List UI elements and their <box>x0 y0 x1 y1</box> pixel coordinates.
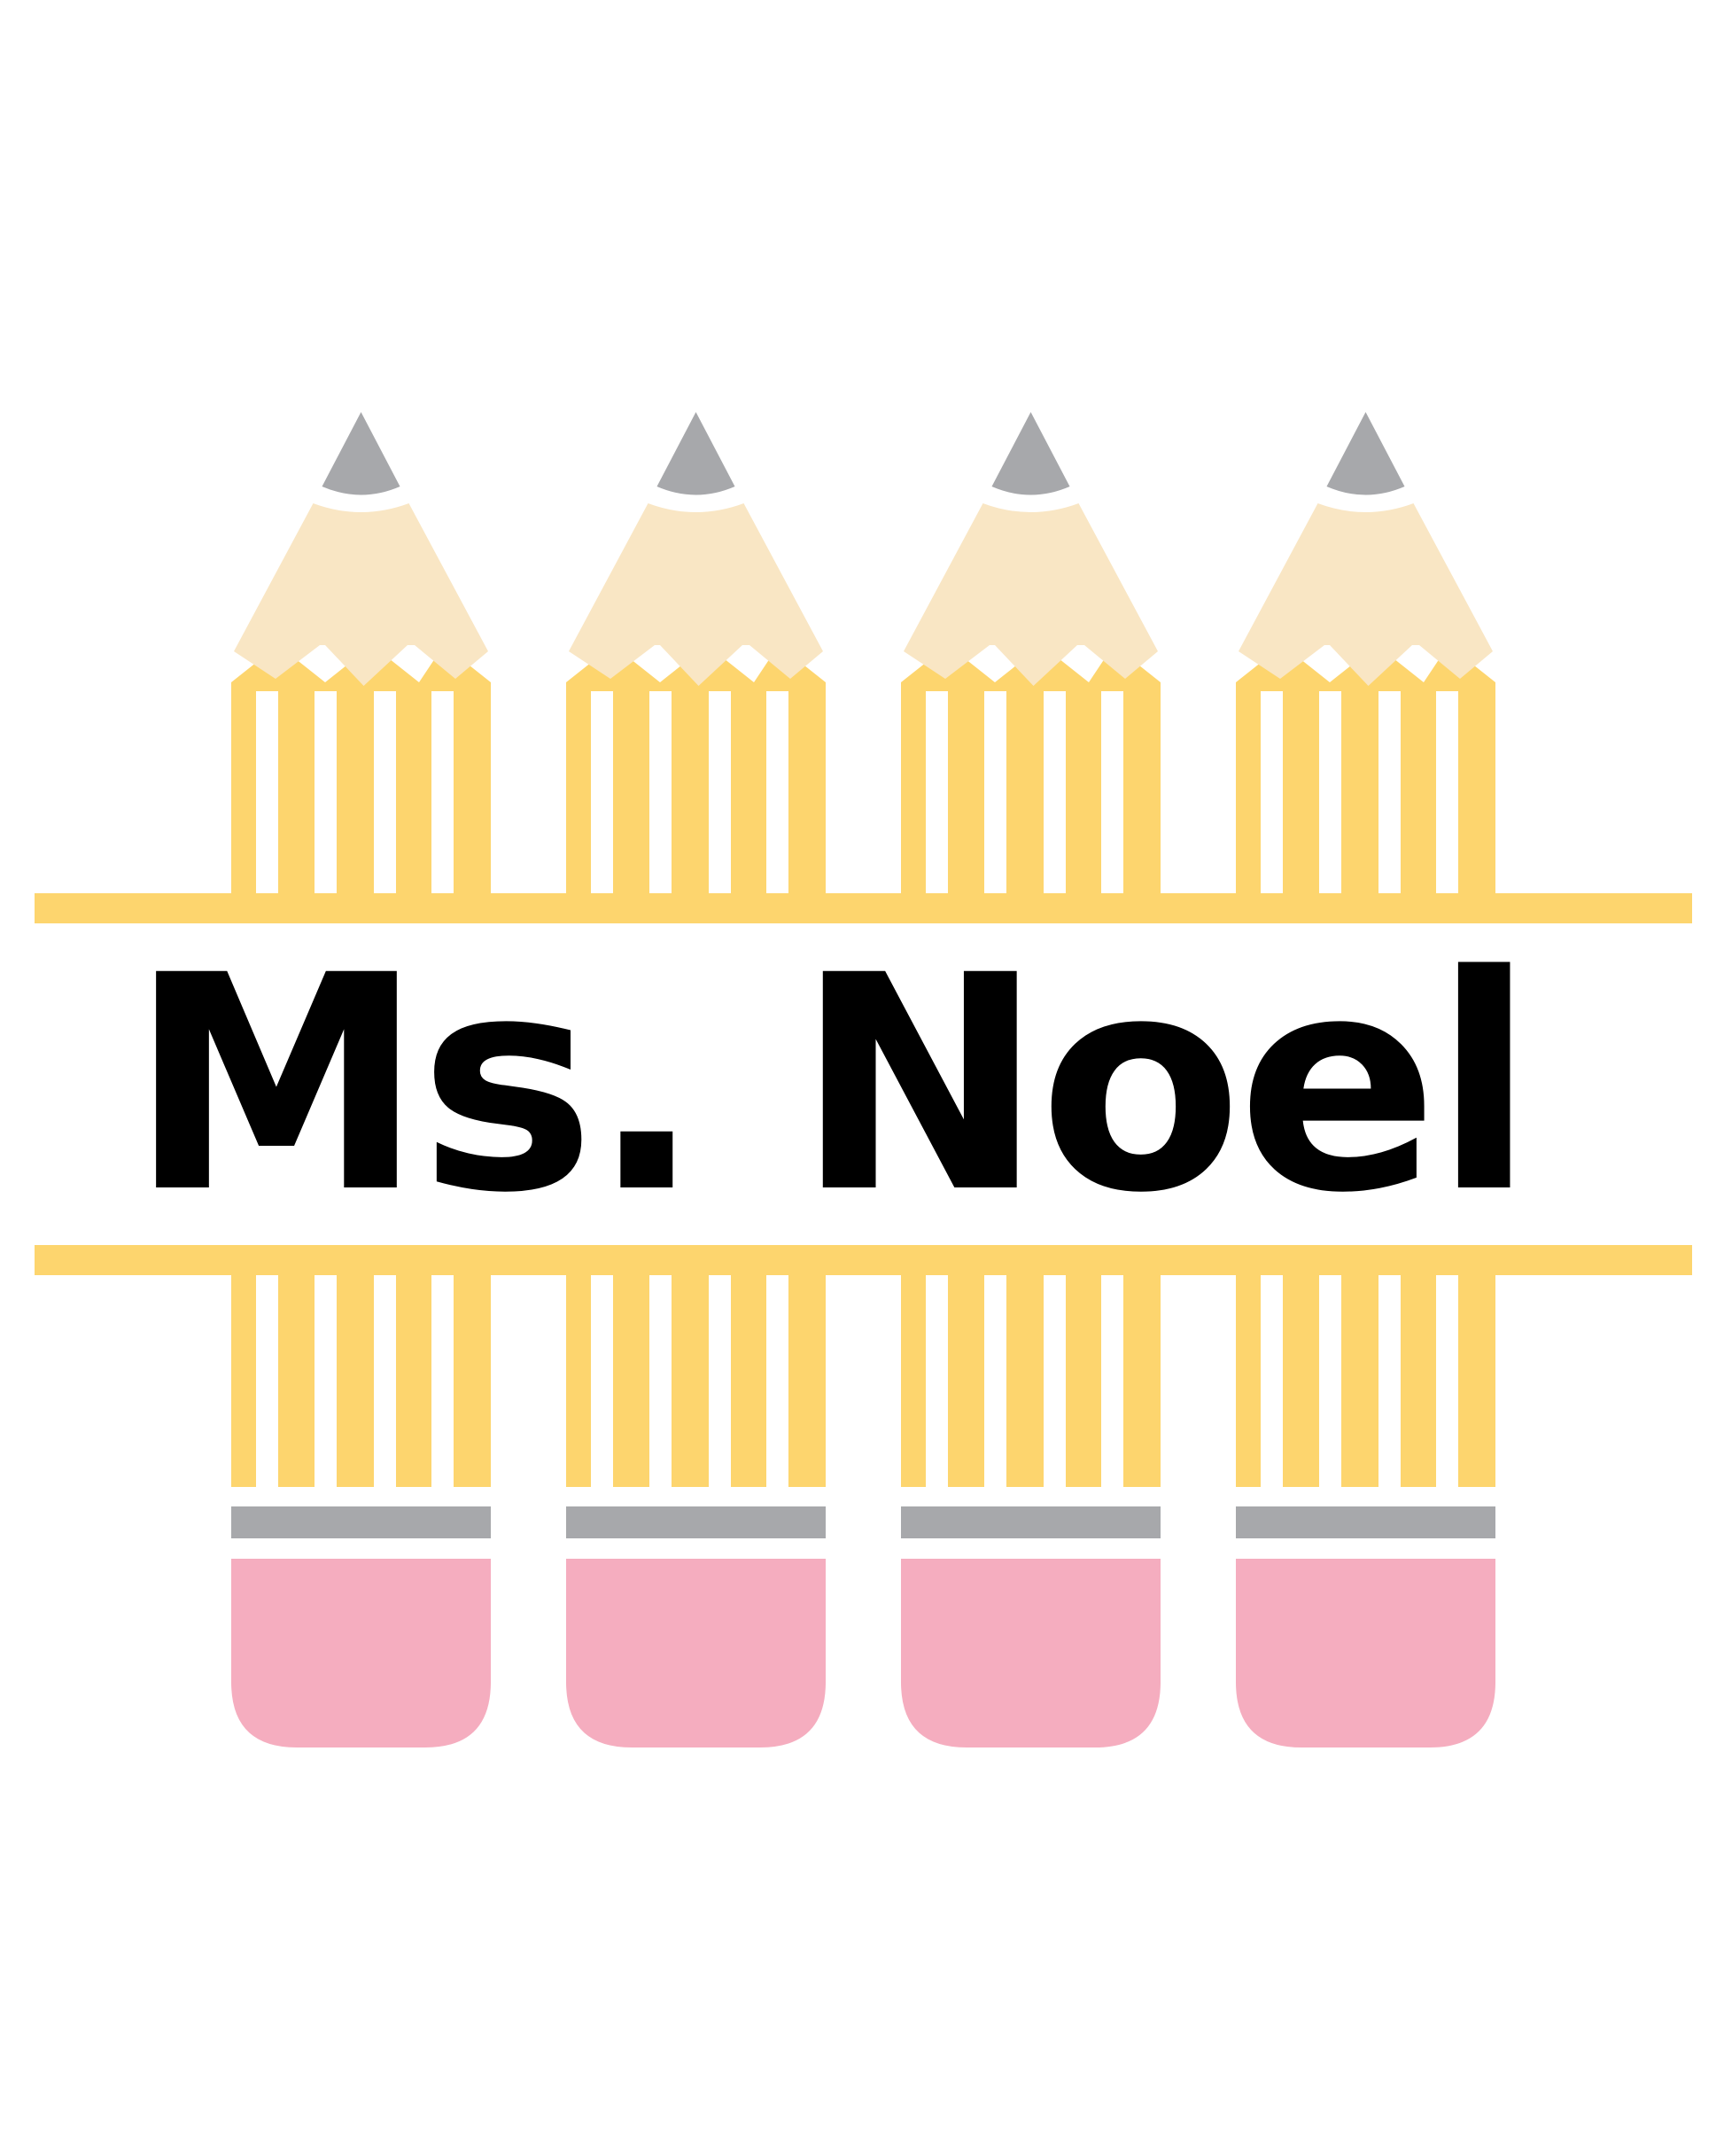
pencil-ferrule <box>566 1506 826 1538</box>
pencil-groove-lower <box>766 1275 788 1487</box>
pencil-ferrule <box>1236 1506 1495 1538</box>
bars-layer <box>35 893 1692 1275</box>
pencil-groove-upper <box>374 691 396 898</box>
pencil-groove-lower <box>1261 1275 1283 1487</box>
pencil-2 <box>566 412 826 1747</box>
pencil-groove-lower <box>1044 1275 1066 1487</box>
pencil-4 <box>1236 412 1495 1747</box>
pencil-groove-upper <box>766 691 788 898</box>
name-text: Ms. Noel <box>128 913 1529 1258</box>
pencil-eraser <box>901 1559 1161 1747</box>
pencil-eraser <box>231 1559 491 1747</box>
pencil-groove-upper <box>1436 691 1458 898</box>
pencil-groove-upper <box>649 691 672 898</box>
pencil-groove-upper <box>315 691 337 898</box>
pencil-upper-body <box>901 645 1161 898</box>
pencil-groove-lower <box>256 1275 278 1487</box>
pencil-groove-lower <box>709 1275 731 1487</box>
pencil-groove-lower <box>1101 1275 1123 1487</box>
pencil-wood-tip <box>904 503 1158 686</box>
pencil-lead-tip <box>656 412 735 495</box>
pencil-groove-lower <box>1436 1275 1458 1487</box>
pencil-groove-lower <box>1378 1275 1401 1487</box>
pencil-groove-upper <box>1378 691 1401 898</box>
pencil-groove-lower <box>591 1275 613 1487</box>
pencil-groove-upper <box>984 691 1006 898</box>
pencil-groove-upper <box>1101 691 1123 898</box>
pencil-groove-upper <box>256 691 278 898</box>
pencil-ferrule <box>901 1506 1161 1538</box>
bottom-split-bar <box>35 1245 1692 1275</box>
pencil-groove-upper <box>709 691 731 898</box>
pencil-groove-upper <box>591 691 613 898</box>
pencil-groove-lower <box>926 1275 948 1487</box>
pencils-layer <box>231 412 1495 1747</box>
pencil-3 <box>901 412 1161 1747</box>
pencil-ferrule <box>231 1506 491 1538</box>
pencil-wood-tip <box>569 503 823 686</box>
pencil-groove-upper <box>1261 691 1283 898</box>
pencil-groove-upper <box>431 691 454 898</box>
pencil-groove-lower <box>984 1275 1006 1487</box>
pencil-groove-upper <box>926 691 948 898</box>
pencil-groove-lower <box>431 1275 454 1487</box>
pencil-lead-tip <box>991 412 1070 495</box>
pencil-1 <box>231 412 491 1747</box>
pencil-groove-lower <box>649 1275 672 1487</box>
pencil-groove-lower <box>1319 1275 1341 1487</box>
pencil-upper-body <box>231 645 491 898</box>
pencil-groove-upper <box>1044 691 1066 898</box>
pencil-lead-tip <box>322 412 400 495</box>
pencil-upper-body <box>566 645 826 898</box>
pencil-groove-lower <box>374 1275 396 1487</box>
pencil-wood-tip <box>234 503 488 686</box>
pencil-upper-body <box>1236 645 1495 898</box>
pencil-wood-tip <box>1239 503 1493 686</box>
pencil-eraser <box>1236 1559 1495 1747</box>
top-split-bar <box>35 893 1692 923</box>
pencil-groove-upper <box>1319 691 1341 898</box>
pencil-groove-lower <box>315 1275 337 1487</box>
pencil-eraser <box>566 1559 826 1747</box>
pencil-lead-tip <box>1326 412 1405 495</box>
